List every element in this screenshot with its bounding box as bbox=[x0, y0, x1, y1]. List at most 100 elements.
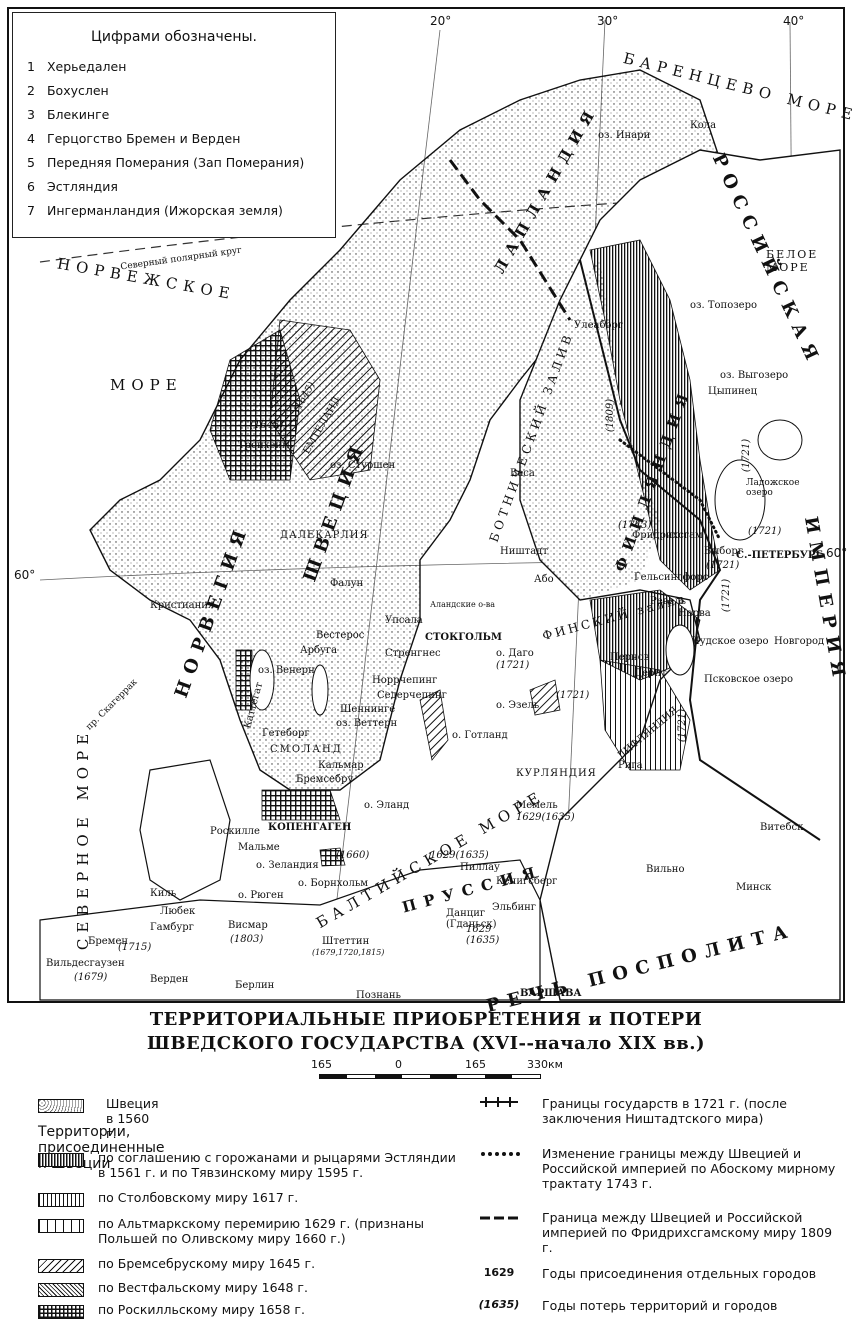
germany-coast bbox=[39, 859, 541, 1001]
ezel-1645 bbox=[529, 679, 561, 716]
index-legend-list: 1 Херьедален 2 Бохуслен 3 Блекинге 4 Гер… bbox=[13, 55, 335, 223]
place-kurlandia: КУРЛЯНДИЯ bbox=[516, 768, 597, 779]
legend-item-1648: по Вестфальскому миру 1648 г. bbox=[38, 1280, 458, 1297]
place-arbuga: Арбуга bbox=[300, 645, 338, 656]
lon-30-label: 30° bbox=[597, 14, 619, 28]
legend-text: Годы потерь территорий и городов bbox=[542, 1298, 778, 1313]
place-topozero: оз. Топозеро bbox=[690, 300, 758, 311]
place-zelandia: о. Зеландия bbox=[256, 860, 319, 871]
index-item: 2 Бохуслен bbox=[27, 83, 109, 98]
place-vitebsk: Витебск bbox=[760, 822, 804, 833]
place-bornholm: о. Борнхольм bbox=[298, 878, 369, 889]
place-vygozero: оз. Выгозеро bbox=[720, 370, 789, 381]
year-ezel: (1721) bbox=[556, 690, 590, 701]
scandinavia-land bbox=[89, 69, 721, 791]
place-kalmar: Кальмар bbox=[318, 760, 364, 771]
skane-1658 bbox=[261, 789, 341, 821]
place-abo: Або bbox=[534, 574, 554, 585]
place-alandskie: Аландские о-ва bbox=[430, 600, 496, 609]
place-dago: о. Даго bbox=[496, 648, 534, 659]
place-malme: Мальме bbox=[238, 842, 280, 853]
place-tsipinets: Цыпинец bbox=[708, 386, 758, 397]
place-memel: Мемель bbox=[516, 800, 558, 811]
lake-vattern bbox=[311, 664, 329, 716]
place-oland: о. Эланд bbox=[364, 800, 410, 811]
place-lubeck: Любек bbox=[160, 906, 196, 917]
year-narva: (1721) bbox=[721, 578, 733, 613]
index-item: 1 Херьедален bbox=[27, 59, 127, 74]
lake-peipus bbox=[665, 624, 695, 676]
year-elbing: 1629 (1635) bbox=[466, 924, 500, 946]
legend-item-1617: по Столбовскому миру 1617 г. bbox=[38, 1190, 458, 1207]
legend-text: Швеция в 1560 г. bbox=[106, 1096, 159, 1141]
index-item: 3 Блекинге bbox=[27, 107, 110, 122]
sea-norwegian-2: МОРЕ bbox=[110, 376, 183, 394]
legend-sweden-1560: Швеция в 1560 г. bbox=[38, 1096, 159, 1141]
place-kopenhagen: КОПЕНГАГЕН bbox=[268, 822, 352, 833]
place-kristiania: Кристиания bbox=[150, 600, 215, 611]
place-vettern: оз. Веттерн bbox=[336, 718, 398, 729]
place-petersburg: С.-ПЕТЕРБУРГ bbox=[736, 550, 823, 561]
place-uppsala: Упсала bbox=[385, 615, 423, 626]
legend-border-1809: Граница между Швецией и Российской импер… bbox=[478, 1210, 846, 1255]
legend-text: Граница между Швецией и Российской импер… bbox=[542, 1210, 833, 1255]
caption-line-1: ТЕРРИТОРИАЛЬНЫЕ ПРИОБРЕТЕНИЯ и ПОТЕРИ bbox=[149, 1009, 703, 1030]
gotland-1645 bbox=[419, 689, 449, 761]
place-varshava: ВАРШАВА bbox=[520, 988, 582, 999]
place-vismar: Висмар bbox=[228, 920, 268, 931]
legend-text: Изменение границы между Швецией и Россий… bbox=[542, 1146, 836, 1191]
place-shenninge: Шеннинге bbox=[340, 704, 396, 715]
legend-text: по Альтмаркскому перемирию 1629 г. (приз… bbox=[98, 1216, 424, 1246]
place-kil: Киль bbox=[150, 888, 177, 899]
place-uleaborg: Улеаборг bbox=[574, 320, 624, 331]
place-pernov: Пернов bbox=[610, 652, 650, 663]
place-elbing: Эльбинг bbox=[492, 902, 537, 913]
trondelag-1658 bbox=[209, 329, 301, 481]
place-poznan: Познань bbox=[356, 990, 401, 1001]
place-derpt: Дерпт bbox=[634, 668, 667, 679]
sea-north: СЕВЕРНОЕ МОРЕ bbox=[74, 727, 93, 951]
swatch-1645 bbox=[38, 1259, 84, 1273]
border-1809-symbol bbox=[478, 1210, 520, 1225]
lon-40-label: 40° bbox=[783, 14, 805, 28]
place-narva: Нарва bbox=[678, 608, 711, 619]
swatch-1648 bbox=[38, 1283, 84, 1297]
legend-text: по Роскилльскому миру 1658 г. bbox=[98, 1302, 305, 1317]
place-storshen: оз. Стуршен bbox=[330, 460, 396, 471]
legend-border-1743: Изменение границы между Швецией и Россий… bbox=[478, 1146, 846, 1191]
lake-vanern bbox=[249, 649, 275, 711]
place-vesteros: Вестерос bbox=[316, 630, 365, 641]
year-lost-symbol: (1635) bbox=[478, 1298, 520, 1311]
lat-60-right-label: 60° bbox=[826, 546, 848, 560]
border-1809 bbox=[448, 159, 572, 321]
place-gamburg: Гамбург bbox=[150, 922, 194, 933]
place-stockholm: СТОКГОЛЬМ bbox=[425, 632, 502, 643]
place-bremen: Бремен bbox=[88, 936, 129, 947]
place-gotland: о. Готланд bbox=[452, 730, 508, 741]
legend-item-1561: по соглашению с горожанами и рыцарями Эс… bbox=[38, 1150, 458, 1180]
legend-year-added: 1629 Годы присоединения отдельных городо… bbox=[478, 1266, 846, 1281]
place-trondheim: Тронхейм bbox=[238, 440, 290, 451]
legend-territories-header: Территории, присоединенные к Швеции bbox=[38, 1124, 165, 1172]
place-vasa: Васа bbox=[510, 468, 535, 479]
place-vilno: Вильно bbox=[646, 864, 685, 875]
year-herjedalen: (1645) bbox=[250, 420, 284, 431]
year-livonia: (1721) bbox=[677, 708, 689, 743]
legend-text: по Столбовскому миру 1617 г. bbox=[98, 1190, 299, 1205]
place-inari: оз. Инари bbox=[598, 130, 651, 141]
place-roskilde: Роскилле bbox=[210, 826, 260, 837]
place-rugen: о. Рюген bbox=[238, 890, 284, 901]
border-1721 bbox=[579, 259, 821, 841]
index-legend-header: Цифрами обозначены. bbox=[91, 29, 257, 45]
border-1721-symbol bbox=[478, 1096, 520, 1111]
scale-label: 165 bbox=[465, 1058, 486, 1071]
place-pillau: Пиллау bbox=[460, 862, 500, 873]
swatch-1561 bbox=[38, 1153, 84, 1167]
place-strenges: Стренгнес bbox=[385, 648, 441, 659]
border-1743 bbox=[618, 438, 722, 542]
place-bremsebru: Бремсебру bbox=[296, 774, 354, 785]
legend-border-1721: Границы государств в 1721 г. (после закл… bbox=[478, 1096, 846, 1126]
border-1743-symbol bbox=[478, 1146, 520, 1161]
place-vyborg: Выборг bbox=[704, 546, 743, 557]
sea-white: БЕЛОЕ МОРЕ bbox=[766, 248, 819, 274]
